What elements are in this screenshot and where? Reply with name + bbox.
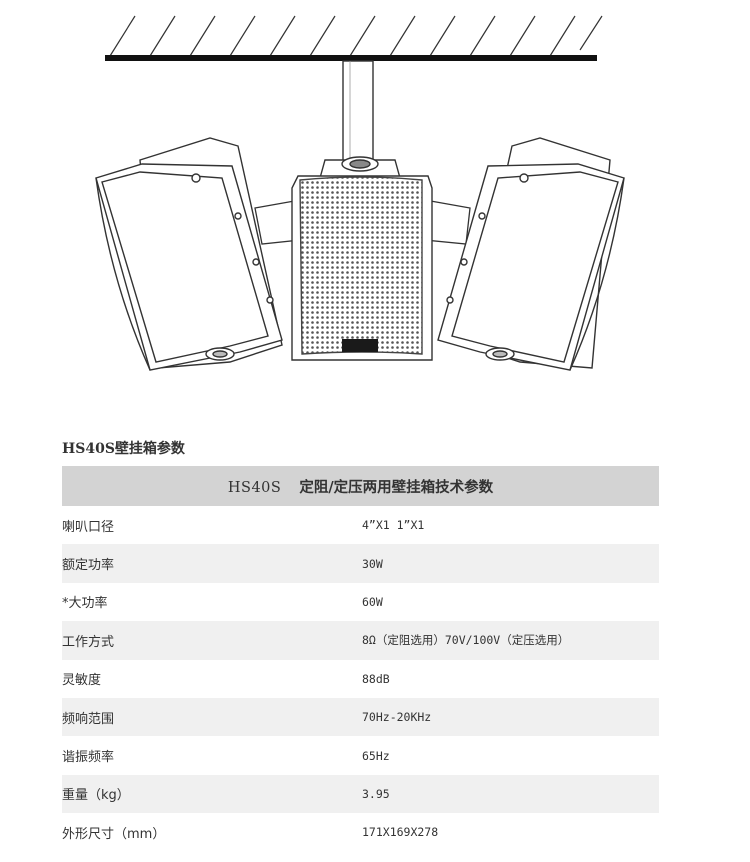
row-label: 谐振频率	[62, 736, 362, 775]
table-row: *大功率 60W	[62, 582, 659, 622]
row-label: 工作方式	[62, 621, 362, 660]
table-row: 灵敏度 88dB	[62, 659, 659, 698]
row-value: 4”X1 1”X1	[362, 506, 659, 545]
row-value: 60W	[362, 582, 659, 622]
speaker-mount-illustration	[95, 15, 625, 371]
row-label: 灵敏度	[62, 659, 362, 698]
row-value: 30W	[362, 544, 659, 583]
center-speaker	[291, 156, 433, 361]
row-value: 8Ω（定阻选用）70V/100V（定压选用）	[362, 621, 659, 660]
row-label: 外形尺寸（mm）	[62, 813, 362, 852]
table-row: 额定功率 30W	[62, 544, 659, 583]
row-label: 频响范围	[62, 697, 362, 737]
row-value: 65Hz	[362, 736, 659, 775]
mount-pole	[342, 60, 374, 162]
table-row: 谐振频率 65Hz	[62, 736, 659, 775]
row-value: 171X169X278	[362, 813, 659, 852]
header-model: HS40S	[227, 479, 282, 496]
section-title: HS40S壁挂箱参数	[62, 441, 185, 457]
table-row: 喇叭口径 4”X1 1”X1	[62, 506, 659, 545]
center-speaker-badge	[342, 339, 378, 352]
left-speaker	[95, 137, 283, 371]
spec-table-header: HS40S 定阻/定压两用壁挂箱技术参数	[62, 466, 659, 506]
row-label: 喇叭口径	[62, 506, 362, 545]
row-value: 88dB	[362, 659, 659, 698]
header-title: 定阻/定压两用壁挂箱技术参数	[299, 478, 494, 496]
ceiling-bar	[105, 55, 597, 61]
row-value: 70Hz-20KHz	[362, 697, 659, 737]
table-row: 重量（kg） 3.95	[62, 774, 659, 814]
right-speaker	[437, 137, 625, 371]
row-label: *大功率	[62, 582, 362, 622]
row-label: 额定功率	[62, 544, 362, 583]
table-row: 频响范围 70Hz-20KHz	[62, 697, 659, 737]
row-value: 3.95	[362, 774, 659, 814]
table-row: 外形尺寸（mm） 171X169X278	[62, 813, 659, 852]
row-label: 重量（kg）	[62, 774, 362, 814]
spec-table: HS40S 定阻/定压两用壁挂箱技术参数 喇叭口径 4”X1 1”X1 额定功率 …	[62, 466, 659, 852]
ceiling-hatch	[109, 15, 603, 57]
table-row: 工作方式 8Ω（定阻选用）70V/100V（定压选用）	[62, 621, 659, 660]
